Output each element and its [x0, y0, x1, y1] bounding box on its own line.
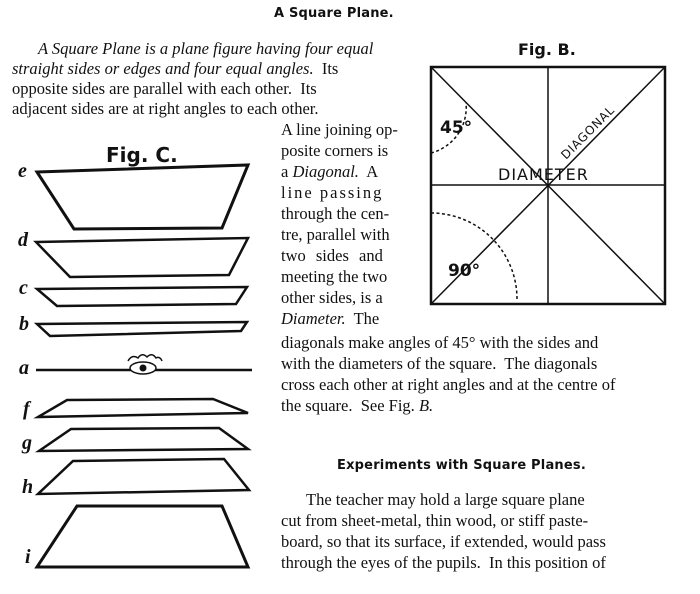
plane-c: [33, 285, 250, 308]
experiment-line: board, so that its surface, if extended,…: [281, 532, 606, 551]
intro-line: opposite sides are parallel with each ot…: [12, 79, 317, 98]
narrow-line: two sides and: [281, 246, 383, 265]
narrow-line: A line joining op-: [281, 120, 398, 139]
narrow-line: line passing: [281, 183, 384, 202]
wide-line: diagonals make angles of 45° with the si…: [281, 333, 599, 352]
plane-e: [34, 163, 251, 231]
plane-i: [34, 504, 251, 569]
plane-label-i: i: [25, 546, 31, 568]
fig-c-title: Fig. C.: [106, 143, 178, 167]
experiment-line: through the eyes of the pupils. In this …: [281, 553, 606, 572]
experiment-line: cut from sheet-metal, thin wood, or stif…: [281, 511, 589, 530]
wide-line: the square. See Fig. B.: [281, 396, 434, 415]
narrow-line: Diameter. The: [281, 309, 380, 328]
narrow-line: tre, parallel with: [281, 225, 390, 244]
diagonal-line: [430, 66, 666, 305]
label-45: 45°: [440, 118, 472, 138]
label-diagonal: DIAGONAL: [558, 103, 617, 162]
plane-label-e: e: [18, 160, 27, 182]
fig-b-title: Fig. B.: [518, 40, 576, 59]
eye-icon: [127, 354, 163, 375]
narrow-line: meeting the two: [281, 267, 388, 286]
plane-label-d: d: [18, 229, 28, 251]
square-outline: [429, 65, 667, 306]
plane-label-c: c: [19, 277, 28, 299]
label-diameter: DIAMETER: [498, 165, 589, 184]
wide-line: with the diameters of the square. The di…: [281, 354, 598, 373]
plane-d: [33, 236, 251, 279]
diagonal-line: [430, 66, 666, 305]
plane-label-g: g: [22, 432, 32, 454]
plane-label-h: h: [22, 476, 34, 498]
narrow-line: a Diagonal. A: [281, 162, 379, 181]
angle-arc-45: [430, 102, 467, 154]
plane-b: [33, 320, 250, 338]
experiment-line: The teacher may hold a large square plan…: [306, 490, 585, 509]
intro-line: adjacent sides are at right angles to ea…: [12, 99, 319, 118]
plane-g: [34, 426, 252, 453]
label-90: 90°: [448, 261, 480, 281]
plane-label-a: a: [19, 357, 29, 379]
narrow-line: posite corners is: [281, 141, 389, 160]
plane-f: [33, 397, 249, 419]
section-heading: A Square Plane.: [274, 6, 394, 21]
wide-line: cross each other at right angles and at …: [281, 375, 616, 394]
intro-line: straight sides or edges and four equal a…: [12, 59, 339, 78]
plane-label-b: b: [19, 313, 29, 335]
intro-line: A Square Plane is a plane figure having …: [38, 39, 374, 58]
plane-h: [34, 457, 252, 496]
narrow-line: through the cen-: [281, 204, 390, 223]
angle-arc-90: [430, 212, 518, 300]
experiments-heading: Experiments with Square Planes.: [337, 458, 586, 473]
narrow-line: other sides, is a: [281, 288, 383, 307]
plane-label-f: f: [23, 398, 30, 420]
